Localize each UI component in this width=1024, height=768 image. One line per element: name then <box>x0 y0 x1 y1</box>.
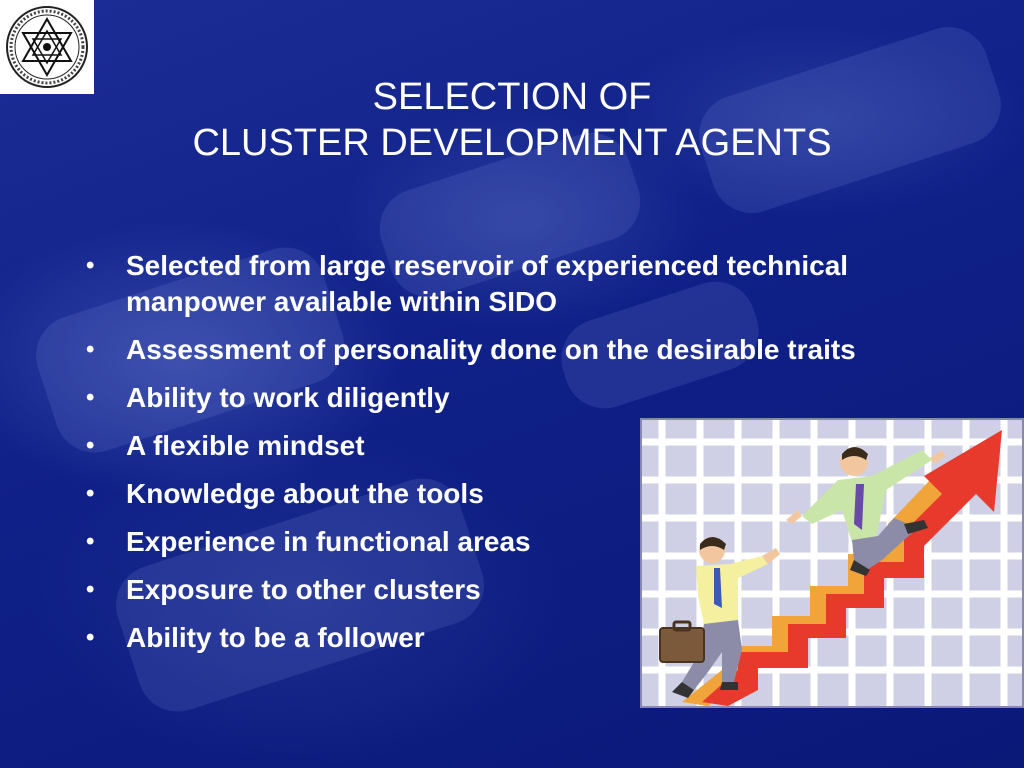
bullet-dot: • <box>86 252 95 279</box>
list-item: • Ability to work diligently <box>86 380 946 416</box>
bullet-dot: • <box>86 528 95 555</box>
bullet-list: • Selected from large reservoir of exper… <box>86 248 946 668</box>
list-item-text: Experience in functional areas <box>126 526 531 557</box>
list-item: • Exposure to other clusters <box>86 572 946 608</box>
list-item-text: Exposure to other clusters <box>126 574 481 605</box>
logo <box>0 0 94 94</box>
bullet-dot: • <box>86 384 95 411</box>
list-item: • Knowledge about the tools <box>86 476 946 512</box>
list-item-text: A flexible mindset <box>126 430 365 461</box>
bullet-dot: • <box>86 624 95 651</box>
title-line-1: SELECTION OF <box>372 76 652 118</box>
bullet-dot: • <box>86 336 95 363</box>
list-item-text: Assessment of personality done on the de… <box>126 334 856 365</box>
bullet-dot: • <box>86 480 95 507</box>
list-item-text: Selected from large reservoir of experie… <box>126 250 849 317</box>
slide-title: SELECTION OF CLUSTER DEVELOPMENT AGENTS <box>0 74 1024 166</box>
bullet-dot: • <box>86 432 95 459</box>
list-item-text: Ability to be a follower <box>126 622 425 653</box>
list-item-text: Knowledge about the tools <box>126 478 484 509</box>
list-item: • Ability to be a follower <box>86 620 946 656</box>
list-item: • A flexible mindset <box>86 428 946 464</box>
list-item: • Selected from large reservoir of exper… <box>86 248 886 320</box>
title-line-2: CLUSTER DEVELOPMENT AGENTS <box>192 122 832 164</box>
clipart-image <box>640 418 1024 708</box>
list-item-text: Ability to work diligently <box>126 382 450 413</box>
list-item: • Experience in functional areas <box>86 524 946 560</box>
bullet-dot: • <box>86 576 95 603</box>
star-of-david-emblem-icon <box>6 6 88 88</box>
list-item: • Assessment of personality done on the … <box>86 332 946 368</box>
businessmen-climbing-arrow-icon <box>642 420 1022 706</box>
